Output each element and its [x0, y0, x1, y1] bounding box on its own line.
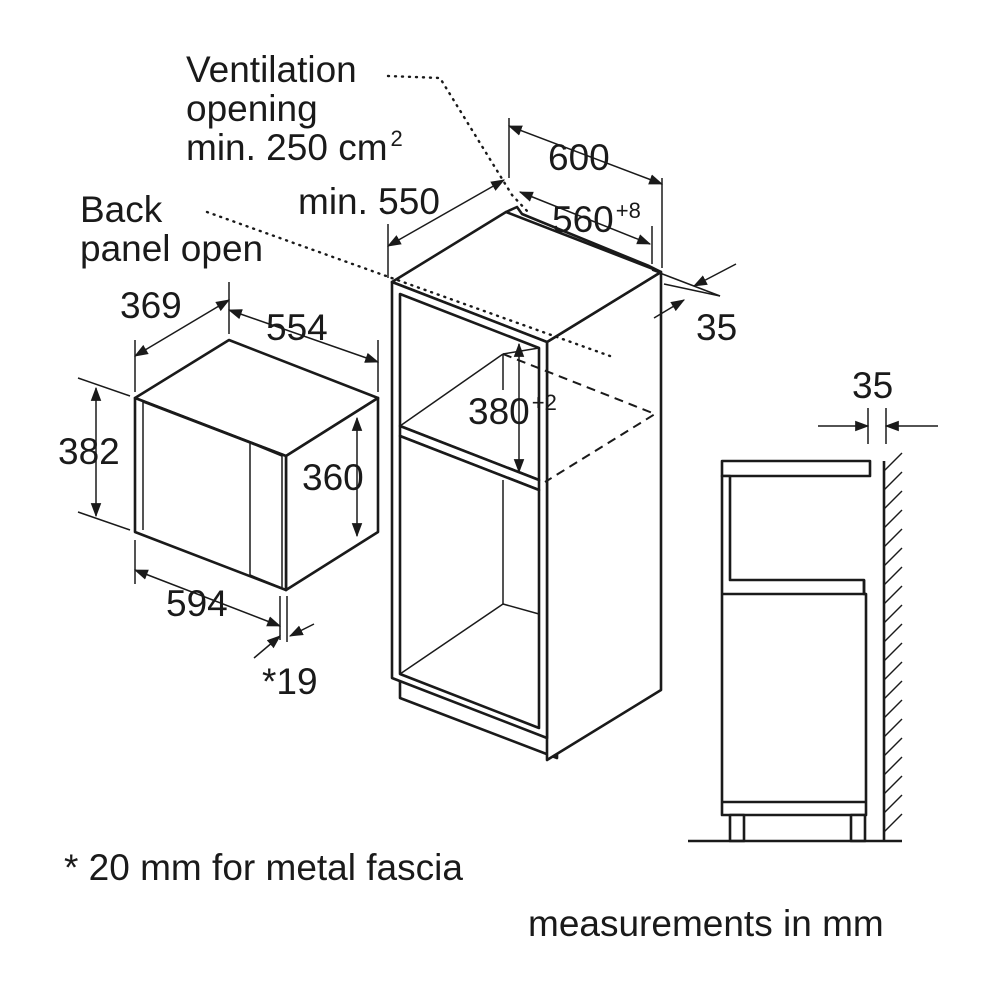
dim-19-arrow-left	[253, 635, 281, 659]
label-back-panel-line2: panel open	[80, 228, 263, 269]
label-554: 554	[266, 307, 328, 348]
label-side-35: 35	[696, 307, 737, 348]
dim-side-35-arrow-out	[653, 299, 686, 319]
side-top-board	[720, 459, 872, 478]
label-min-550: min. 550	[298, 181, 440, 222]
dim-19-arrow-right	[288, 623, 315, 637]
ventilation-leader	[386, 74, 530, 214]
label-560-tolerance: +8	[616, 198, 641, 223]
label-360: 360	[302, 457, 364, 498]
label-560: 560+8	[552, 198, 641, 240]
dim-369-line	[133, 299, 231, 357]
dim-side-35-arrow-in	[692, 263, 737, 287]
label-ventilation-sup: 2	[391, 126, 403, 151]
back-panel-leader	[205, 210, 612, 358]
wall-hatching	[883, 452, 903, 833]
dim-594-line	[133, 569, 282, 627]
label-560-value: 560	[552, 199, 614, 240]
label-ventilation-line2: opening	[186, 88, 318, 129]
label-wall-gap-35: 35	[852, 365, 893, 406]
label-382: 382	[58, 431, 120, 472]
label-600: 600	[548, 137, 610, 178]
label-back-panel-line1: Back	[80, 189, 163, 230]
label-380-tolerance: +2	[532, 390, 557, 415]
dim-560-line	[518, 191, 652, 245]
side-view	[688, 408, 938, 843]
label-ventilation-area: min. 250 cm	[186, 127, 388, 168]
label-ventilation-line1: Ventilation	[186, 49, 357, 90]
label-594: 594	[166, 583, 228, 624]
dim-554-line	[227, 309, 380, 363]
side-base-carcass	[720, 474, 868, 817]
tall-cabinet	[390, 205, 663, 762]
label-380: 380+2	[468, 390, 557, 432]
cabinet-lower-compartment	[398, 434, 541, 730]
units-note: measurements in mm	[528, 903, 884, 944]
dim-550-line	[386, 179, 506, 247]
side-foot-right	[849, 813, 867, 843]
cabinet-side-panel	[545, 270, 663, 762]
footnote-metal-fascia: * 20 mm for metal fascia	[64, 847, 463, 888]
dim-600-line	[507, 125, 664, 185]
microwave-front	[133, 396, 288, 592]
label-369: 369	[120, 285, 182, 326]
label-380-value: 380	[468, 391, 530, 432]
label-star-19: *19	[262, 661, 318, 702]
side-foot-left	[728, 813, 746, 843]
